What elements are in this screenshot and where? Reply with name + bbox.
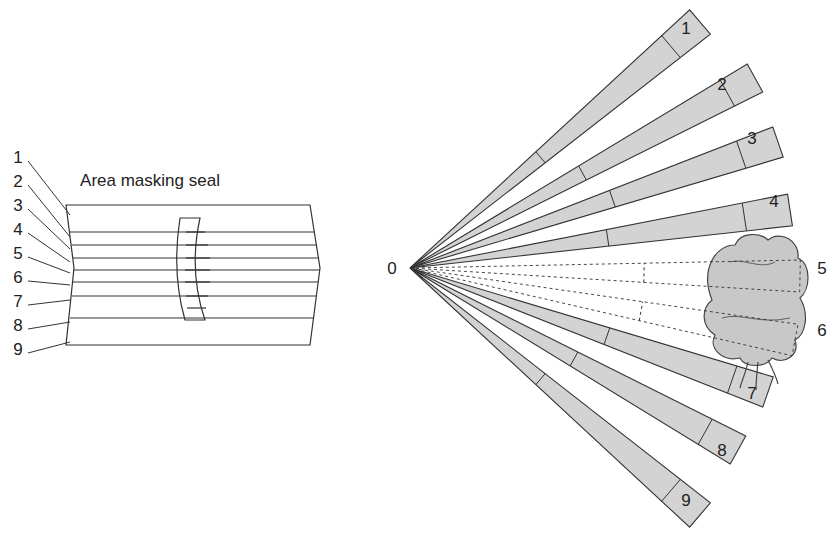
dashed-strips — [410, 260, 800, 356]
callout-number: 9 — [681, 492, 690, 509]
origin-label: 0 — [387, 260, 396, 277]
callout-number: 8 — [13, 317, 22, 334]
leader-lines — [28, 161, 70, 353]
callout-number: 1 — [13, 149, 22, 166]
callout-number: 8 — [717, 442, 726, 459]
callout-number: 6 — [817, 322, 826, 339]
callout-number: 5 — [13, 245, 22, 262]
brain-figure — [704, 235, 808, 390]
callout-number: 1 — [681, 20, 690, 37]
callout-number: 3 — [747, 130, 756, 147]
callout-number: 5 — [817, 260, 826, 277]
callout-number: 3 — [13, 197, 22, 214]
callout-number: 7 — [13, 293, 22, 310]
title-label: Area masking seal — [80, 172, 220, 189]
callout-number: 2 — [13, 173, 22, 190]
callout-number: 9 — [13, 341, 22, 358]
callout-number: 7 — [747, 385, 756, 402]
callout-number: 4 — [769, 193, 778, 210]
callout-number: 2 — [717, 76, 726, 93]
callout-number: 4 — [13, 221, 22, 238]
callout-number: 6 — [13, 269, 22, 286]
masking-seal-strips — [66, 205, 320, 345]
